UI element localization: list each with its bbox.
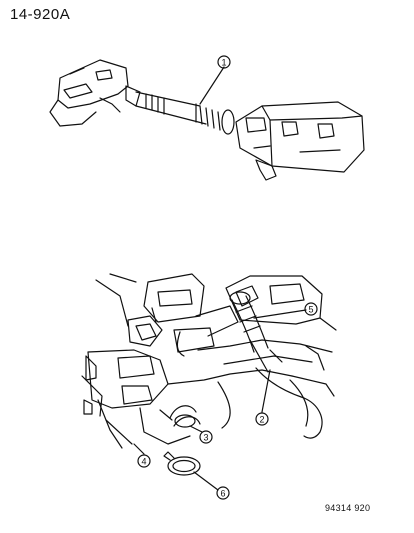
callout-2-label: 2 <box>259 415 264 425</box>
callout-1-circle <box>217 55 231 69</box>
callout-6-label: 6 <box>220 489 225 499</box>
callout-4-label: 4 <box>141 457 146 467</box>
hose-clamp <box>163 451 201 476</box>
engine-compartment <box>81 273 337 449</box>
air-intake-hose <box>125 85 235 135</box>
leader-line-4 <box>133 443 145 455</box>
callout-5-label: 5 <box>308 305 313 315</box>
callout-4-circle <box>137 454 151 468</box>
callout-2-circle <box>255 412 269 426</box>
leader-line-6 <box>193 471 219 491</box>
throttle-body-fragment <box>49 59 129 127</box>
duct-elbow <box>159 405 201 428</box>
callout-3-label: 3 <box>203 433 208 443</box>
reference-code: 94314 920 <box>325 503 371 513</box>
callout-5-circle <box>304 302 318 316</box>
leader-line-1 <box>199 66 225 105</box>
callout-6-circle <box>216 486 230 500</box>
callout-1-label: 1 <box>221 58 226 68</box>
leader-line-3 <box>189 425 203 433</box>
callout-3-circle <box>199 430 213 444</box>
intake-hose-lower <box>176 291 269 357</box>
air-cleaner-housing <box>235 101 365 181</box>
leader-line-2 <box>261 369 271 413</box>
leader-line-5 <box>253 309 307 319</box>
page-code: 14-920A <box>10 6 71 23</box>
